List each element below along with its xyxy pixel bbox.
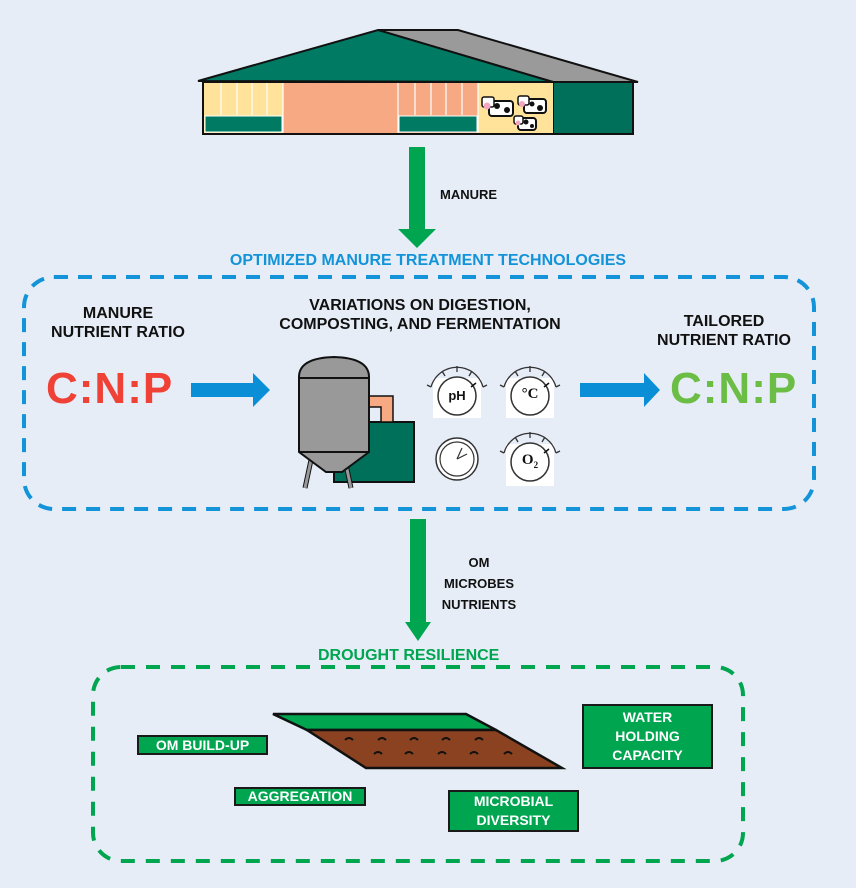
oxygen-gauge-icon	[499, 432, 561, 486]
process-label: VARIATIONS ON DIGESTION, COMPOSTING, AND…	[230, 296, 610, 334]
soil-pores	[344, 737, 513, 755]
input-label-line1: MANURE	[82, 305, 154, 322]
manure-arrow-label: MANURE	[440, 187, 498, 202]
barn-wing	[552, 81, 634, 135]
barn-icon	[197, 28, 639, 135]
process-label-line2: COMPOSTING, AND FERMENTATION	[279, 316, 561, 334]
temperature-gauge-label: °C	[521, 386, 539, 402]
output-label: TAILORED NUTRIENT RATIO	[634, 312, 814, 350]
tag-aggregation: AGGREGATION	[234, 787, 366, 806]
process-label-line1: VARIATIONS ON DIGESTION,	[309, 297, 531, 314]
tag-om-buildup: OM BUILD-UP	[137, 735, 268, 755]
blue-arrow-input	[191, 373, 270, 407]
products-label-nutrients: NUTRIENTS	[441, 596, 517, 612]
temperature-gauge-icon	[499, 366, 561, 418]
output-label-line2: NUTRIENT RATIO	[657, 332, 791, 350]
cow-icon	[517, 95, 547, 114]
barn-stall-lines	[220, 83, 479, 133]
treatment-box	[22, 275, 816, 511]
soil-slab-icon	[272, 712, 567, 770]
barn-wall-middle	[283, 82, 398, 134]
output-label-line1: TAILORED	[683, 313, 765, 330]
products-label-microbes: MICROBES	[443, 575, 515, 591]
input-cnp-ratio: C:N:P	[46, 364, 174, 413]
blue-arrow-output	[580, 373, 660, 407]
manure-arrow	[398, 147, 436, 248]
tag-water-holding-capacity: WATER HOLDING CAPACITY	[582, 704, 713, 769]
digester-icon	[298, 355, 415, 489]
resilience-box	[91, 665, 745, 863]
treatment-title: OPTIMIZED MANURE TREATMENT TECHNOLOGIES	[229, 252, 627, 269]
barn-trough-left	[204, 115, 283, 133]
input-label: MANURE NUTRIENT RATIO	[28, 304, 208, 342]
products-arrow-labels: OM MICROBES NUTRIENTS	[424, 553, 534, 615]
ph-gauge-icon	[426, 366, 488, 418]
oxygen-gauge-label: O2	[521, 452, 539, 470]
cow-icon	[513, 115, 537, 131]
resilience-title: DROUGHT RESILIENCE	[318, 647, 500, 664]
output-cnp-ratio: C:N:P	[670, 364, 798, 413]
tag-microbial-diversity: MICROBIAL DIVERSITY	[448, 790, 579, 832]
products-arrow	[405, 519, 431, 641]
cow-icon	[481, 96, 514, 117]
input-label-line2: NUTRIENT RATIO	[51, 324, 185, 342]
barn-trough-right	[398, 115, 478, 133]
products-label-om: OM	[468, 555, 490, 570]
ph-gauge-label: pH	[448, 388, 466, 403]
clock-icon	[435, 437, 479, 481]
